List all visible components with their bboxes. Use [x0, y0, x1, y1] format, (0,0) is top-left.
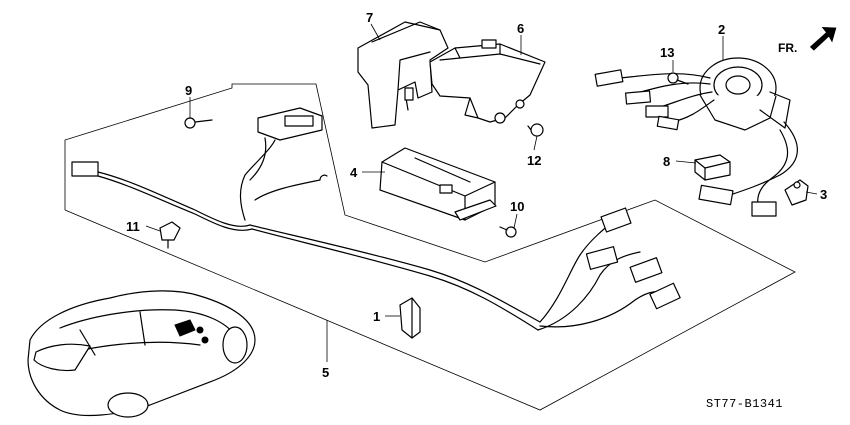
diagram-code: ST77-B1341	[706, 397, 783, 411]
callout-9: 9	[185, 83, 192, 98]
callout-4: 4	[350, 165, 358, 180]
part-4-srs-unit	[379, 147, 497, 221]
callout-1: 1	[373, 309, 380, 324]
part-13-screw	[667, 72, 689, 85]
harness-group-outline	[64, 83, 796, 411]
leader-lines	[145, 23, 818, 362]
callout-11: 11	[126, 219, 140, 234]
part-12-nut	[527, 123, 544, 137]
callout-8: 8	[663, 154, 670, 169]
direction-label: FR.	[778, 41, 797, 55]
cable-reel-leads	[594, 69, 715, 131]
part-1-clip	[399, 297, 421, 339]
part-2-cable-reel	[699, 57, 791, 131]
part-11-clip	[159, 221, 181, 249]
callout-2: 2	[718, 22, 725, 37]
part-6-lower-cover	[429, 39, 546, 124]
vehicle-illustration	[27, 290, 256, 418]
callout-3: 3	[820, 187, 827, 202]
cable-reel-lower-lead	[698, 121, 798, 217]
front-direction-arrow: FR.	[778, 26, 837, 55]
part-5-wire-harness	[71, 107, 681, 331]
callout-5: 5	[322, 365, 329, 380]
callout-labels: 7 6 2 13 9 4 8 3 12 10 11 1 5	[126, 10, 827, 380]
part-8-bracket	[694, 154, 731, 181]
part-10-bolt	[499, 226, 517, 238]
callout-6: 6	[517, 21, 524, 36]
part-3-clip	[784, 179, 809, 206]
callout-10: 10	[510, 199, 524, 214]
callout-12: 12	[527, 153, 541, 168]
callout-13: 13	[660, 45, 674, 60]
callout-7: 7	[366, 10, 373, 25]
part-9-bolt	[184, 117, 213, 129]
part-7-upper-cover	[357, 21, 449, 129]
